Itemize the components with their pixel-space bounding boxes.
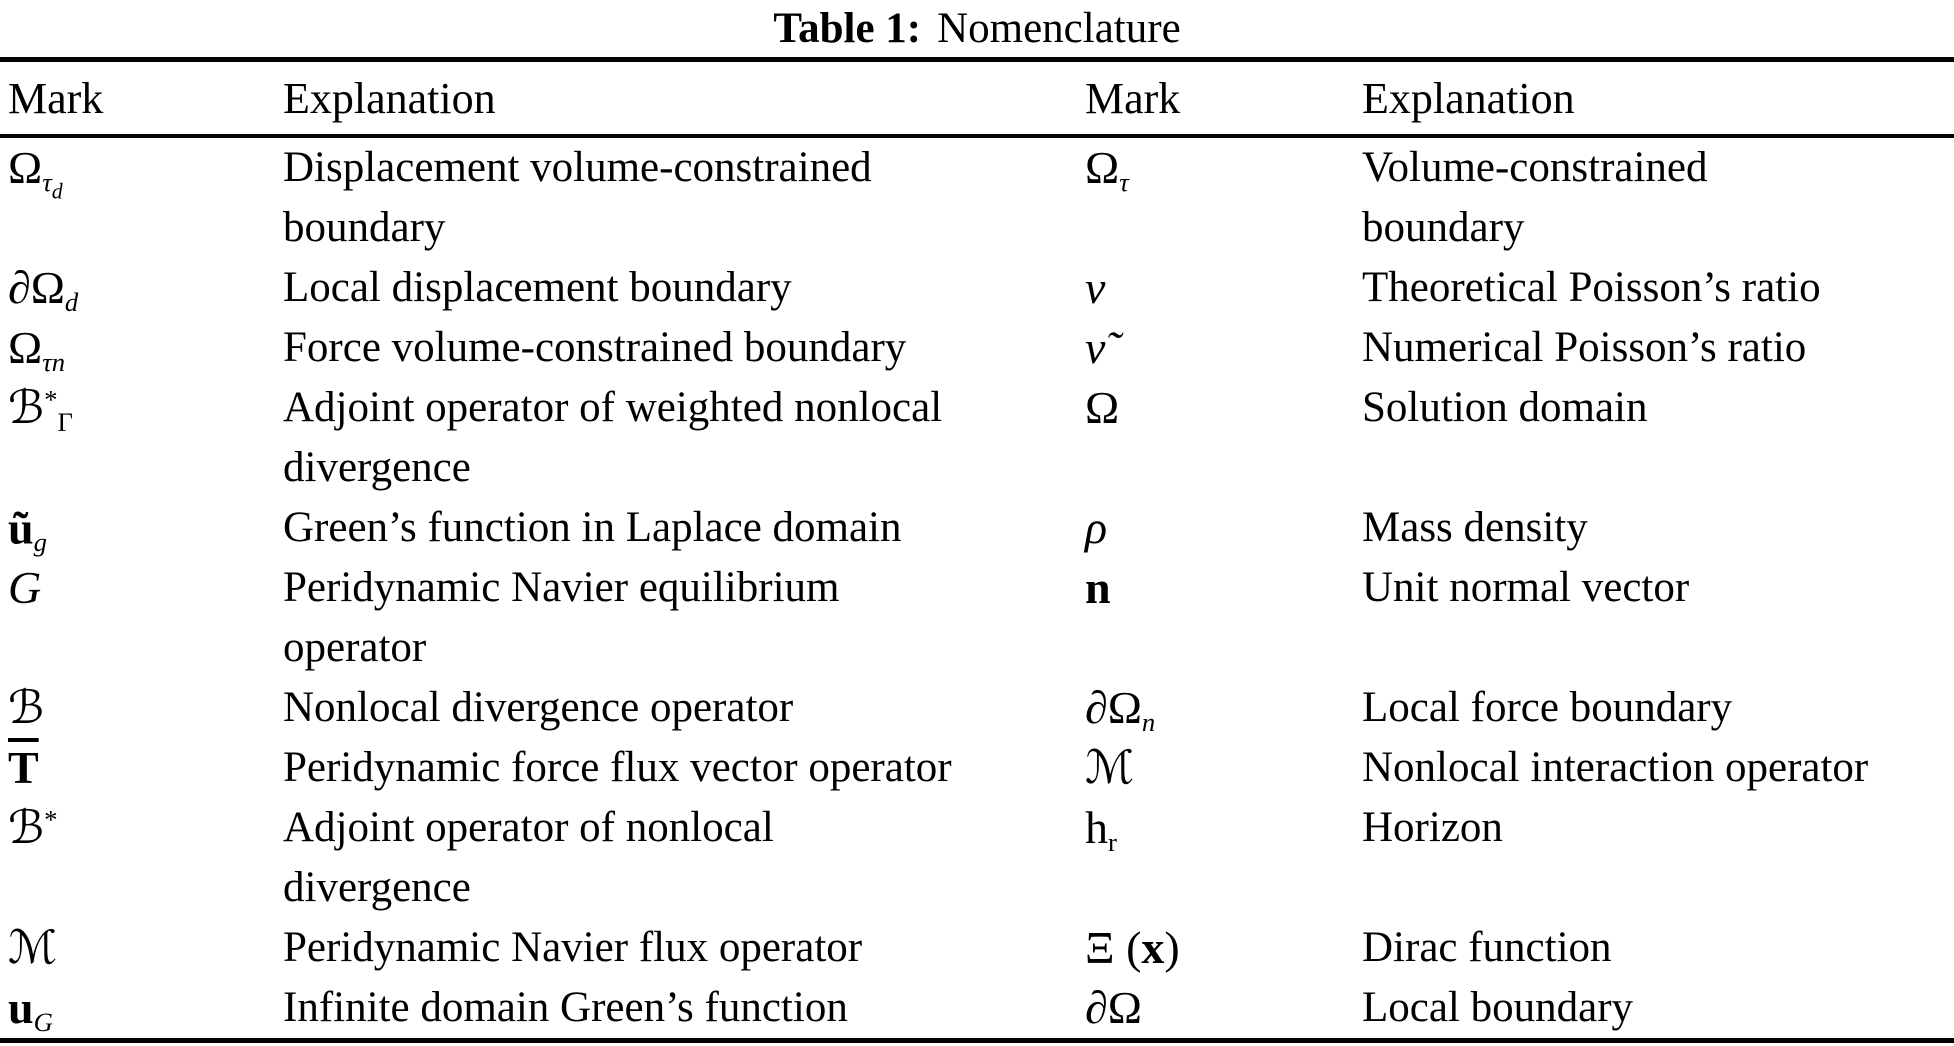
table-row: G Peridynamic Navier equilibrium operato… [0, 558, 1954, 678]
header-explanation-right: Explanation [1362, 73, 1575, 123]
table-header-rule [0, 134, 1954, 138]
mark-cell-right: ∂Ω [1085, 982, 1142, 1033]
mark-cell-right: Ωτ [1085, 142, 1129, 197]
table-caption: Table 1: Nomenclature [0, 0, 1954, 57]
table-row: ∂Ωd Local displacement boundary ν Theore… [0, 258, 1954, 318]
explanation-cell-right: Solution domain [1362, 384, 1648, 431]
explanation-cell-left: Peridynamic force flux vector operator [283, 744, 952, 791]
explanation-cell-left: Nonlocal divergence operator [283, 684, 794, 731]
mark-cell-left: Ωτd [8, 142, 63, 204]
explanation-cell-right: Local boundary [1362, 984, 1634, 1031]
table-row: Ωτn Force volume-constrained boundary ν̃… [0, 318, 1954, 378]
header-explanation-left: Explanation [283, 73, 496, 123]
explanation-cell-right: Volume-constrained boundary [1362, 144, 1708, 251]
mark-cell-right: Ω [1085, 382, 1120, 433]
mark-cell-left: ũg [8, 502, 47, 557]
table-caption-title: Nomenclature [937, 5, 1181, 52]
explanation-cell-right: Nonlocal interaction operator [1362, 744, 1869, 791]
mark-cell-right: ∂Ωn [1085, 682, 1156, 737]
mark-cell-left: ∂Ωd [8, 262, 79, 317]
mark-cell-left: T [8, 742, 39, 793]
table-bottom-rule [0, 1038, 1954, 1043]
explanation-cell-right: Dirac function [1362, 924, 1612, 971]
mark-cell-left: uG [8, 982, 53, 1037]
table-header-row: Mark Explanation Mark Explanation [0, 62, 1954, 134]
mark-cell-left: ℬ [8, 682, 45, 733]
header-mark-left: Mark [8, 73, 104, 123]
explanation-cell-right: Numerical Poisson’s ratio [1362, 324, 1807, 371]
mark-cell-right: ρ [1085, 502, 1108, 553]
table-row: ℬ*Γ Adjoint operator of weighted nonloca… [0, 378, 1954, 498]
explanation-cell-left: Peridynamic Navier equilibrium operator [283, 564, 840, 671]
explanation-cell-right: Mass density [1362, 504, 1588, 551]
explanation-cell-left: Displacement volume-constrained boundary [283, 144, 872, 251]
table-top-rule [0, 57, 1954, 62]
mark-cell-right: n [1085, 562, 1111, 613]
explanation-cell-left: Adjoint operator of weighted nonlocal di… [283, 384, 943, 491]
mark-cell-right: ν [1085, 262, 1106, 313]
explanation-cell-right: Unit normal vector [1362, 564, 1690, 611]
explanation-cell-left: Infinite domain Green’s function [283, 984, 848, 1031]
table-row: T Peridynamic force flux vector operator… [0, 738, 1954, 798]
table-row: ũg Green’s function in Laplace domain ρ … [0, 498, 1954, 558]
table-row: ℬ Nonlocal divergence operator ∂Ωn Local… [0, 678, 1954, 738]
header-mark-right: Mark [1085, 73, 1181, 123]
mark-cell-left: Ωτn [8, 322, 66, 377]
mark-cell-right: Ξ (x) [1085, 922, 1180, 973]
table-row: ℬ* Adjoint operator of nonlocal divergen… [0, 798, 1954, 918]
mark-cell-left: ℳ [8, 922, 58, 973]
mark-cell-left: ℬ* [8, 802, 58, 853]
explanation-cell-right: Horizon [1362, 804, 1503, 851]
table-row: Ωτd Displacement volume-constrained boun… [0, 138, 1954, 258]
mark-cell-right: ν̃ [1085, 322, 1106, 373]
explanation-cell-left: Force volume-constrained boundary [283, 324, 907, 371]
table-caption-label: Table 1: [773, 5, 922, 52]
table-row: ℳ Peridynamic Navier flux operator Ξ (x)… [0, 918, 1954, 978]
table-body: Ωτd Displacement volume-constrained boun… [0, 138, 1954, 1038]
explanation-cell-left: Adjoint operator of nonlocal divergence [283, 804, 774, 911]
explanation-cell-left: Local displacement boundary [283, 264, 792, 311]
explanation-cell-right: Theoretical Poisson’s ratio [1362, 264, 1821, 311]
mark-cell-left: G [8, 562, 42, 613]
explanation-cell-right: Local force boundary [1362, 684, 1733, 731]
mark-cell-right: hr [1085, 802, 1117, 857]
mark-cell-left: ℬ*Γ [8, 382, 73, 437]
explanation-cell-left: Green’s function in Laplace domain [283, 504, 902, 551]
explanation-cell-left: Peridynamic Navier flux operator [283, 924, 863, 971]
table-row: uG Infinite domain Green’s function ∂Ω L… [0, 978, 1954, 1038]
mark-cell-right: ℳ [1085, 742, 1135, 793]
